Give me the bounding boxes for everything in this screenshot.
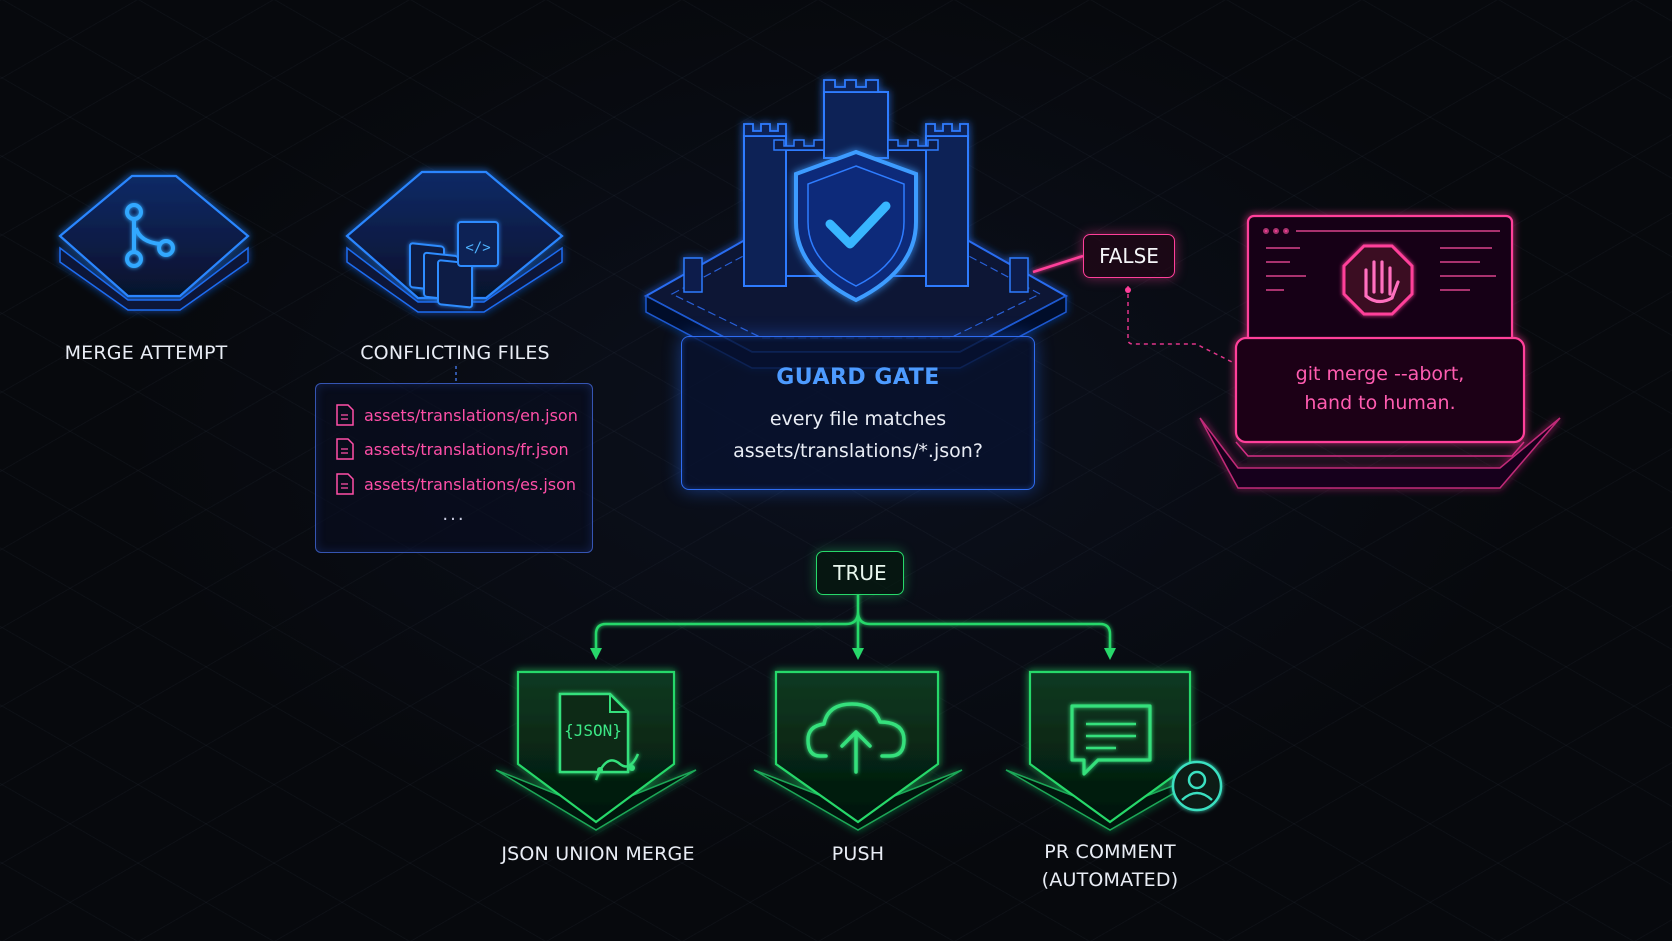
conflicting-files-label: CONFLICTING FILES	[360, 342, 550, 364]
castle-shield-check-icon	[643, 79, 1069, 369]
false-dashed-connector	[1127, 286, 1233, 363]
guard-gate-title: GUARD GATE	[776, 365, 940, 390]
false-branch-label: FALSE	[1083, 234, 1175, 278]
pr-comment-label: PR COMMENT (AUTOMATED)	[1042, 838, 1179, 894]
guard-gate-question-line2: assets/translations/*.json?	[733, 440, 983, 462]
user-icon	[1171, 760, 1223, 812]
cloud-upload-icon	[806, 702, 906, 774]
abort-line1: git merge --abort,	[1295, 363, 1465, 385]
json-union-merge-label: JSON UNION MERGE	[501, 843, 695, 865]
guard-gate-question-line1: every file matches	[769, 408, 947, 430]
code-files-icon: </>	[409, 221, 499, 309]
abort-line2: hand to human.	[1304, 392, 1456, 414]
conflicting-files-list: assets/translations/en.json assets/trans…	[315, 383, 593, 553]
merge-attempt-platform	[58, 174, 250, 311]
git-branch-icon	[125, 203, 175, 268]
pr-comment-label-line1: PR COMMENT	[1044, 841, 1176, 863]
true-branch-label: TRUE	[816, 551, 904, 595]
file-name: assets/translations/en.json	[364, 405, 578, 425]
file-icon	[336, 473, 354, 495]
file-icon	[336, 404, 354, 426]
file-icon	[336, 438, 354, 460]
file-name: assets/translations/es.json	[364, 474, 577, 494]
file-item: assets/translations/fr.json	[336, 436, 569, 462]
guard-gate-box: GUARD GATE every file matches assets/tra…	[681, 336, 1035, 490]
conflicting-files-platform	[345, 170, 564, 313]
abort-action-text: git merge --abort, hand to human.	[1240, 360, 1520, 418]
svg-text:</>: </>	[465, 240, 490, 256]
json-file-icon: {JSON}	[558, 692, 640, 781]
push-platform	[753, 670, 963, 831]
file-item: assets/translations/es.json	[336, 471, 576, 497]
true-branch-lines	[594, 594, 1112, 652]
terminal-decor	[1263, 228, 1500, 291]
false-connector-dot	[1125, 287, 1131, 293]
true-branch-arrowheads	[590, 648, 1116, 660]
arrow-gate-to-false	[1032, 254, 1084, 274]
merge-attempt-label: MERGE ATTEMPT	[64, 342, 228, 364]
pr-comment-label-line2: (AUTOMATED)	[1041, 869, 1179, 891]
stop-hand-icon	[1342, 244, 1414, 316]
json-icon-text: {JSON}	[564, 721, 622, 740]
file-item: assets/translations/en.json	[336, 402, 578, 428]
files-more-ellipsis: ...	[442, 504, 466, 525]
chat-comment-icon	[1070, 704, 1152, 776]
push-label: PUSH	[831, 843, 885, 865]
file-name: assets/translations/fr.json	[364, 439, 569, 459]
